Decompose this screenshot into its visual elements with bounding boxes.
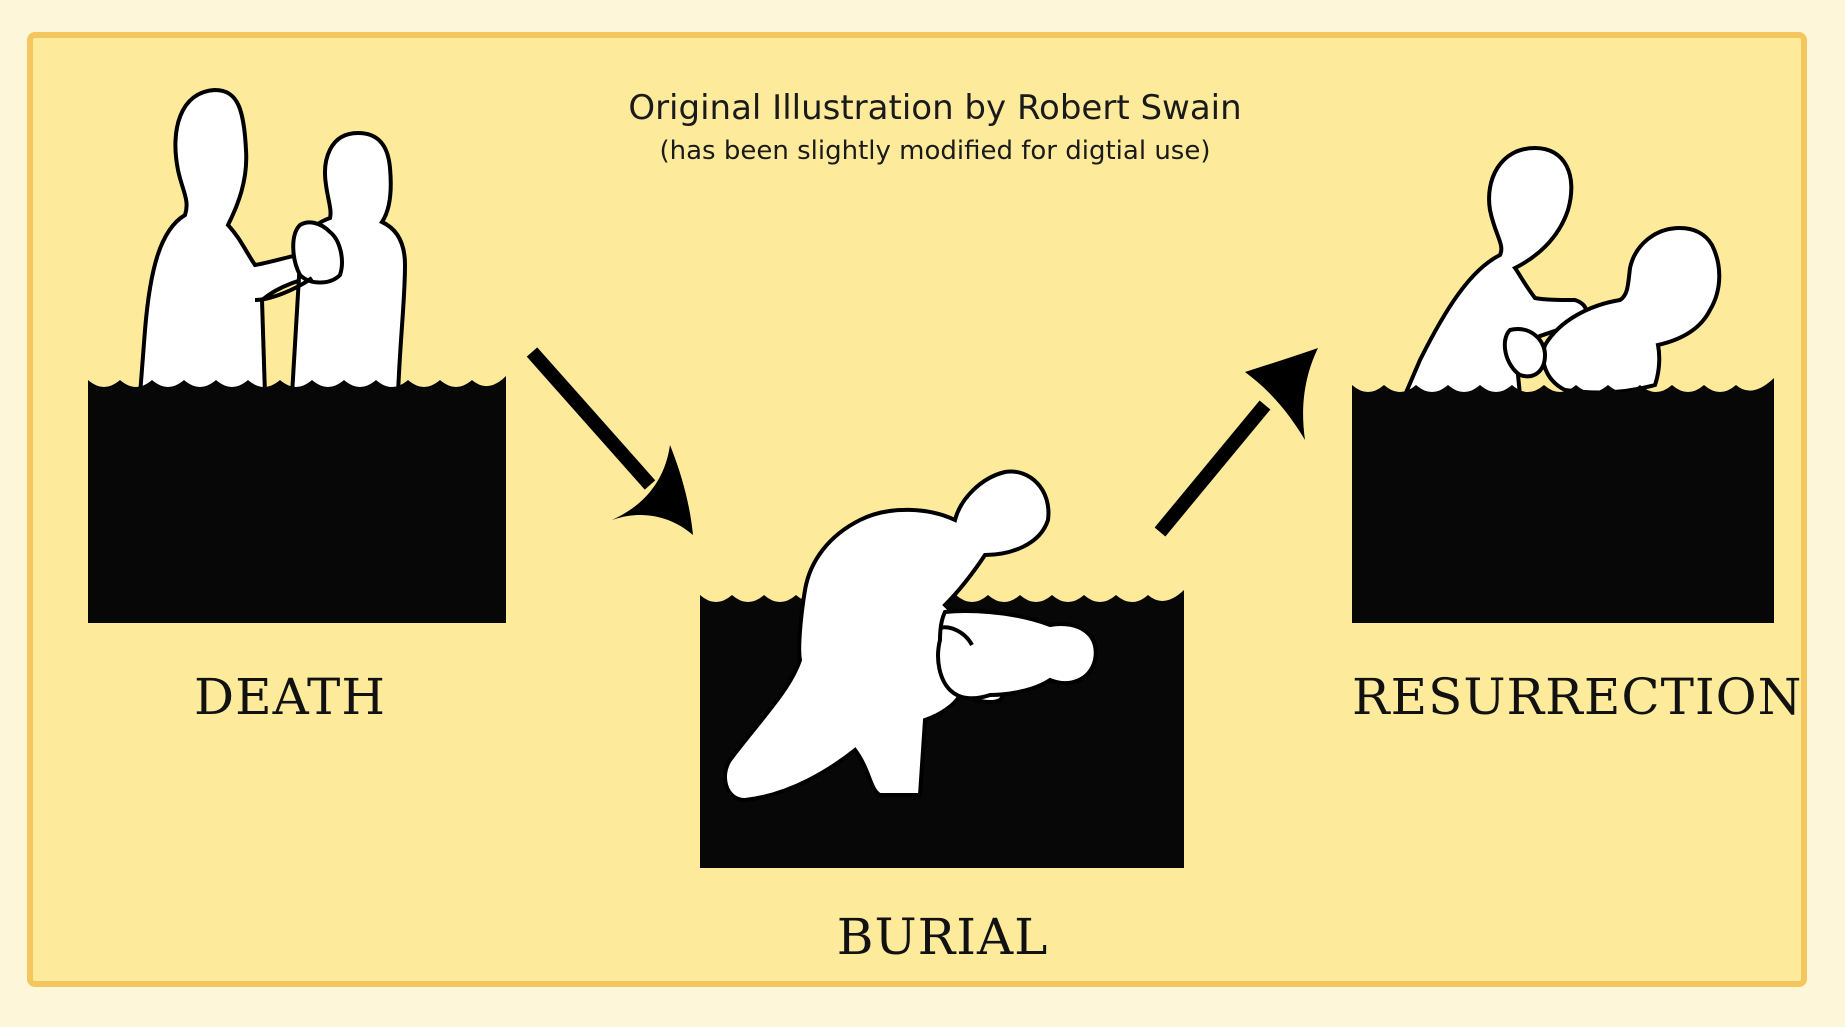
stage-label-resurrection: RESURRECTION [1352, 668, 1772, 726]
stage-label-death: DEATH [85, 668, 495, 726]
baptism-standing-icon [88, 90, 506, 623]
stage-label-burial: BURIAL [700, 908, 1185, 966]
arrow-up-right-icon [1160, 348, 1318, 532]
baptism-rising-icon [1352, 148, 1774, 623]
arrow-down-right-icon [532, 352, 693, 535]
baptism-immersion-icon [700, 472, 1184, 868]
